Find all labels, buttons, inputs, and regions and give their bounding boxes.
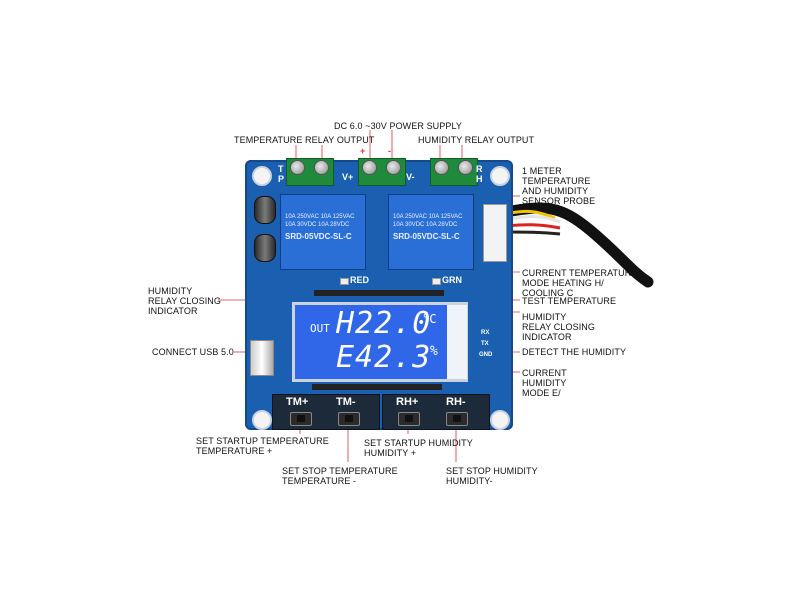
- screw-icon: [434, 160, 449, 175]
- plus-mark: +: [360, 146, 366, 156]
- sensor-connector: [483, 204, 507, 262]
- vplus-label: V+: [342, 172, 354, 182]
- lcd-temperature-reading: H22.0: [336, 306, 432, 341]
- mounting-hole-top-left: [252, 166, 272, 186]
- rh-minus-button[interactable]: [446, 412, 468, 426]
- screw-icon: [314, 160, 329, 175]
- screw-icon: [290, 160, 305, 175]
- sensor-cable: [499, 202, 654, 288]
- tm-minus-label: TM-: [336, 396, 356, 408]
- power-supply-label: DC 6.0 ~30V POWER SUPPLY: [334, 121, 463, 131]
- tm-plus-button[interactable]: [290, 412, 312, 426]
- red-led-label: RED: [350, 275, 370, 285]
- humidity-relay: 10A 250VAC 10A 125VAC 10A 30VDC 10A 28VD…: [388, 194, 474, 270]
- lcd-pin-header: [314, 290, 444, 296]
- rh-plus-button[interactable]: [398, 412, 420, 426]
- lcd-out-label: OUT: [310, 322, 330, 335]
- vminus-label: V-: [406, 172, 415, 182]
- set-startup-humidity-label: SET STARTUP HUMIDITY HUMIDITY +: [364, 438, 473, 458]
- rh-label: R H: [476, 164, 483, 184]
- detect-humidity-label: DETECT THE HUMIDITY: [522, 347, 627, 357]
- capacitor: [254, 234, 276, 262]
- lcd-pin-header: [312, 384, 442, 390]
- red-led: [340, 278, 349, 285]
- tm-plus-label: TM+: [286, 396, 309, 408]
- screw-icon: [362, 160, 377, 175]
- screw-icon: [458, 160, 473, 175]
- rx-label: RX: [481, 330, 490, 336]
- lcd-humidity-unit: %: [430, 344, 438, 359]
- set-stop-humidity-label: SET STOP HUMIDITY HUMIDITY-: [446, 466, 538, 486]
- current-humidity-mode-label: CURRENT HUMIDITY MODE E/: [522, 368, 567, 398]
- usb-port: [250, 340, 274, 376]
- lcd-backlight-edge: [447, 305, 467, 379]
- temp-relay-output-label: TEMPERATURE RELAY OUTPUT: [234, 135, 375, 145]
- humidity-relay-output-label: HUMIDITY RELAY OUTPUT: [418, 135, 535, 145]
- mounting-hole-bottom-right: [490, 410, 510, 430]
- humidity-relay-closing-right-label: HUMIDITY RELAY CLOSING INDICATOR: [522, 312, 595, 342]
- test-temperature-label: TEST TEMPERATURE: [522, 296, 617, 306]
- screw-icon: [386, 160, 401, 175]
- tx-label: TX: [481, 341, 489, 347]
- rh-minus-label: RH-: [446, 396, 466, 408]
- temperature-relay: 10A 250VAC 10A 125VAC 10A 30VDC 10A 28VD…: [280, 194, 366, 270]
- mounting-hole-bottom-left: [252, 410, 272, 430]
- rh-plus-label: RH+: [396, 396, 419, 408]
- tp-label: T P: [278, 164, 285, 184]
- sensor-probe-label: 1 METER TEMPERATURE AND HUMIDITY SENSOR …: [522, 166, 596, 206]
- tm-minus-button[interactable]: [338, 412, 360, 426]
- green-led: [432, 278, 441, 285]
- capacitor: [254, 196, 276, 224]
- lcd-display: [292, 302, 468, 382]
- mounting-hole-top-right: [490, 166, 510, 186]
- minus-mark: -: [388, 146, 391, 156]
- gnd-label: GND: [479, 352, 493, 358]
- humidity-relay-closing-left-label: HUMIDITY RELAY CLOSING INDICATOR: [148, 286, 221, 316]
- lcd-temperature-unit: °C: [422, 312, 437, 326]
- connect-usb-label: CONNECT USB 5.0: [152, 347, 234, 357]
- grn-led-label: GRN: [442, 275, 462, 285]
- current-temp-mode-label: CURRENT TEMPERATURE MODE HEATING H/ COOL…: [522, 268, 638, 298]
- set-startup-temp-label: SET STARTUP TEMPERATURE TEMPERATURE +: [196, 436, 329, 456]
- set-stop-temp-label: SET STOP TEMPERATURE TEMPERATURE -: [282, 466, 398, 486]
- lcd-humidity-reading: E42.3: [336, 340, 432, 375]
